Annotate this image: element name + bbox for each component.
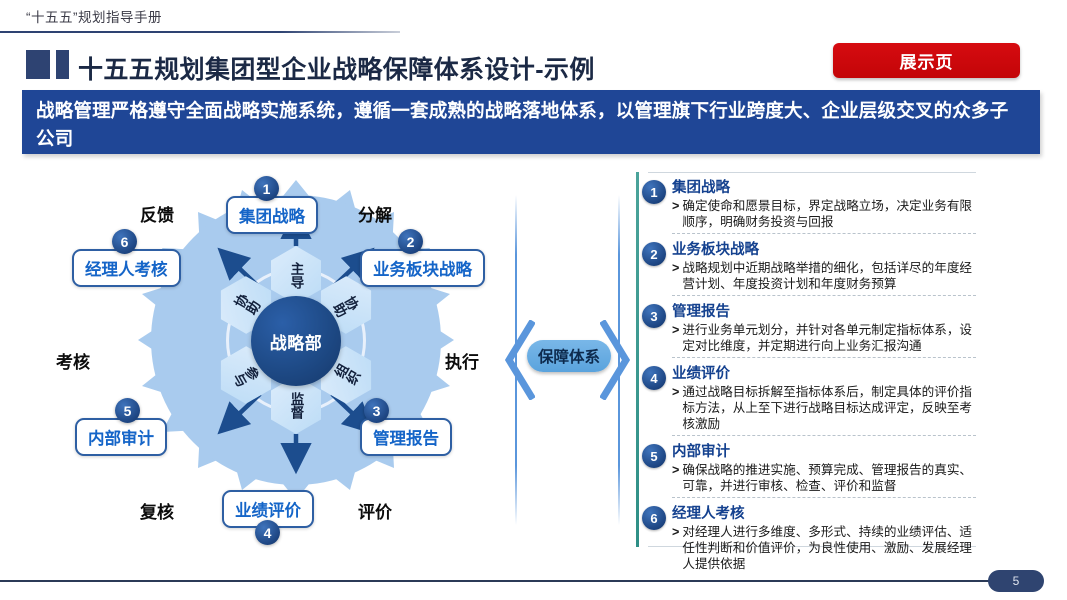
footer-divider — [0, 580, 1000, 582]
list-item-title: 管理报告 — [672, 304, 730, 320]
wheel-node-6[interactable]: 经理人考核 — [72, 249, 181, 287]
chevron-left-icon — [505, 320, 535, 400]
bullet-caret-icon: > — [672, 463, 680, 477]
list-item-body: > 确定使命和愿景目标，界定战略立场，决定业务有限顺序，明确财务投资与回报 — [672, 198, 976, 230]
outer-label-bottom-right: 评价 — [358, 503, 392, 522]
panel-bottom-rule — [648, 546, 976, 547]
page-title: 十五五规划集团型企业战略保障体系设计-示例 — [78, 56, 595, 84]
bullet-caret-icon: > — [672, 525, 680, 539]
list-item-title: 内部审计 — [672, 444, 730, 460]
list-item[interactable]: 6 经理人考核 > 对经理人进行多维度、多形式、持续的业绩评估、适任性判断和价值… — [636, 502, 976, 576]
list-item-divider — [672, 233, 976, 234]
breadcrumb-divider — [0, 31, 400, 33]
list-item-text: 确定使命和愿景目标，界定战略立场，决定业务有限顺序，明确财务投资与回报 — [682, 199, 973, 229]
list-item-number: 4 — [642, 366, 666, 390]
hex-top-label: 主导 — [288, 261, 304, 289]
list-item-text: 对经理人进行多维度、多形式、持续的业绩评估、适任性判断和价值评价，为良性使用、激… — [682, 525, 973, 571]
page-number: 5 — [988, 570, 1044, 592]
list-item-title: 业绩评价 — [672, 366, 730, 382]
list-item-text: 战略规划中近期战略举措的细化，包括详尽的年度经营计划、年度投资计划和年度财务预算 — [682, 261, 973, 291]
list-item-number: 5 — [642, 444, 666, 468]
diagram-center-node: 战略部 — [251, 296, 341, 386]
list-item-body: > 进行业务单元划分，并针对各单元制定指标体系，设定对比维度，并定期进行向上业务… — [672, 322, 976, 354]
bullet-caret-icon: > — [672, 323, 680, 337]
wheel-node-2[interactable]: 业务板块战略 — [360, 249, 485, 287]
wheel-node-6-number: 6 — [112, 229, 137, 254]
title-marker-block-large — [26, 50, 50, 79]
strategy-wheel-diagram: 主导 监督 协助 协助 参与 组织 战略部 集团战略 1 业务板块战略 2 — [40, 168, 510, 553]
guarantee-system-pill[interactable]: 保障体系 — [527, 340, 611, 372]
list-item-number: 3 — [642, 304, 666, 328]
connector-line-right — [618, 195, 620, 525]
wheel-node-1-label: 集团战略 — [239, 208, 305, 226]
hex-top-right-label: 协助 — [330, 291, 362, 319]
wheel-node-4-label: 业绩评价 — [235, 502, 301, 520]
title-marker-block-small — [56, 50, 69, 79]
list-item-title: 业务板块战略 — [672, 242, 759, 258]
list-item[interactable]: 5 内部审计 > 确保战略的推进实施、预算完成、管理报告的真实、可靠，并进行审核… — [636, 440, 976, 502]
wheel-node-1-number: 1 — [254, 176, 279, 201]
list-item-title: 集团战略 — [672, 180, 730, 196]
list-item-divider — [672, 497, 976, 498]
connector-chevron-group: 保障体系 — [505, 195, 630, 525]
outer-label-right: 执行 — [445, 353, 479, 372]
list-item-text: 进行业务单元划分，并针对各单元制定指标体系，设定对比维度，并定期进行向上业务汇报… — [682, 323, 973, 353]
title-marker — [26, 50, 69, 79]
list-item-number: 2 — [642, 242, 666, 266]
outer-label-top-left: 反馈 — [140, 206, 174, 225]
wheel-node-2-number: 2 — [398, 229, 423, 254]
list-item-text: 确保战略的推进实施、预算完成、管理报告的真实、可靠，并进行审核、检查、评价和监督 — [682, 463, 973, 493]
wheel-node-2-label: 业务板块战略 — [373, 261, 472, 279]
hex-bottom-right-label: 组织 — [330, 361, 362, 389]
list-item-divider — [672, 295, 976, 296]
wheel-node-3-label: 管理报告 — [373, 430, 439, 448]
wheel-node-5-label: 内部审计 — [88, 430, 154, 448]
list-item[interactable]: 1 集团战略 > 确定使命和愿景目标，界定战略立场，决定业务有限顺序，明确财务投… — [636, 176, 976, 238]
list-item-divider — [672, 435, 976, 436]
outer-label-left: 考核 — [56, 353, 90, 372]
hex-top-left-label: 协助 — [230, 291, 262, 319]
list-item-body: > 对经理人进行多维度、多形式、持续的业绩评估、适任性判断和价值评价，为良性使用… — [672, 524, 976, 572]
list-item-body: > 确保战略的推进实施、预算完成、管理报告的真实、可靠，并进行审核、检查、评价和… — [672, 462, 976, 494]
detail-panel: 1 集团战略 > 确定使命和愿景目标，界定战略立场，决定业务有限顺序，明确财务投… — [636, 172, 976, 571]
list-item-title: 经理人考核 — [672, 506, 745, 522]
subtitle-banner: 战略管理严格遵守全面战略实施系统，遵循一套成熟的战略落地体系，以管理旗下行业跨度… — [22, 90, 1040, 154]
wheel-node-3[interactable]: 管理报告 — [360, 418, 452, 456]
list-item[interactable]: 3 管理报告 > 进行业务单元划分，并针对各单元制定指标体系，设定对比维度，并定… — [636, 300, 976, 362]
list-item-number: 1 — [642, 180, 666, 204]
breadcrumb: “十五五”规划指导手册 — [26, 10, 162, 25]
chevron-right-icon — [600, 320, 630, 400]
wheel-node-4-number: 4 — [255, 520, 280, 545]
list-item-body: > 通过战略目标拆解至指标体系后，制定具体的评价指标方法，从上至下进行战略目标达… — [672, 384, 976, 432]
list-item[interactable]: 2 业务板块战略 > 战略规划中近期战略举措的细化，包括详尽的年度经营计划、年度… — [636, 238, 976, 300]
list-item-number: 6 — [642, 506, 666, 530]
outer-label-top-right: 分解 — [358, 206, 392, 225]
list-item[interactable]: 4 业绩评价 > 通过战略目标拆解至指标体系后，制定具体的评价指标方法，从上至下… — [636, 362, 976, 440]
wheel-node-5[interactable]: 内部审计 — [75, 418, 167, 456]
hex-bottom-left-label: 参与 — [230, 361, 262, 389]
panel-top-rule — [648, 172, 976, 173]
bullet-caret-icon: > — [672, 261, 680, 275]
status-badge[interactable]: 展示页 — [833, 43, 1020, 78]
wheel-node-3-number: 3 — [364, 398, 389, 423]
wheel-node-5-number: 5 — [115, 398, 140, 423]
list-item-divider — [672, 357, 976, 358]
panel-accent-edge — [636, 172, 639, 547]
bullet-caret-icon: > — [672, 385, 680, 399]
outer-label-bottom-left: 复核 — [140, 503, 174, 522]
wheel-node-1[interactable]: 集团战略 — [226, 196, 318, 234]
list-item-text: 通过战略目标拆解至指标体系后，制定具体的评价指标方法，从上至下进行战略目标达成评… — [682, 385, 973, 431]
wheel-node-6-label: 经理人考核 — [85, 261, 168, 279]
hex-bottom-label: 监督 — [288, 391, 304, 419]
connector-line-left — [515, 195, 517, 525]
list-item-body: > 战略规划中近期战略举措的细化，包括详尽的年度经营计划、年度投资计划和年度财务… — [672, 260, 976, 292]
bullet-caret-icon: > — [672, 199, 680, 213]
